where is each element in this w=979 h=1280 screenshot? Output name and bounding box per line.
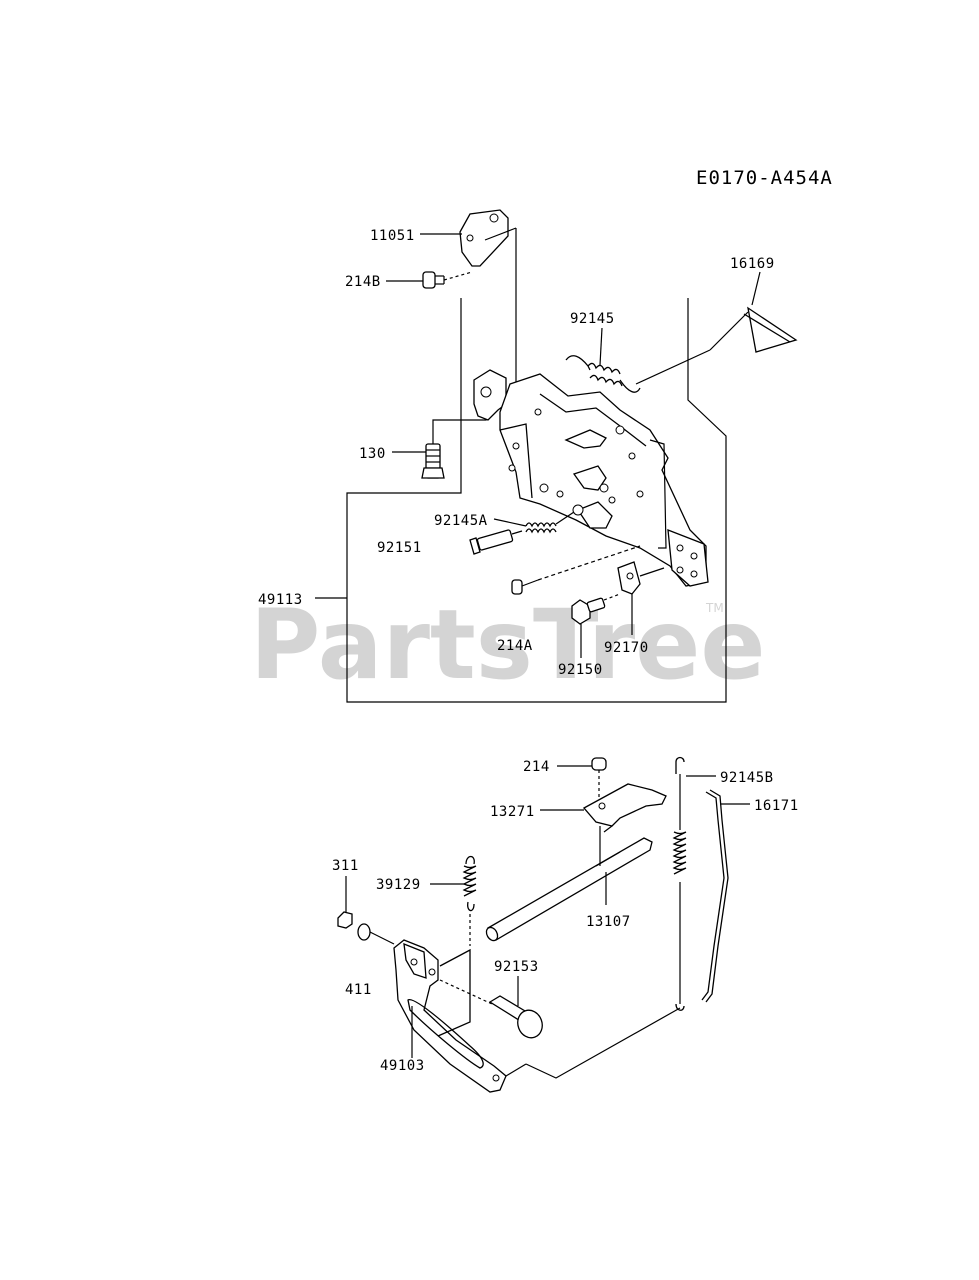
part-13107 xyxy=(485,826,653,942)
label-16171: 16171 xyxy=(754,798,799,814)
label-311: 311 xyxy=(332,858,359,874)
part-92145a xyxy=(525,511,575,534)
label-49103: 49103 xyxy=(380,1058,425,1074)
label-92145: 92145 xyxy=(570,311,615,327)
part-49103 xyxy=(393,939,681,1093)
part-411 xyxy=(357,923,395,945)
watermark: PartsTree xyxy=(250,589,765,701)
label-49113: 49113 xyxy=(258,592,303,608)
label-92145a: 92145A xyxy=(434,513,488,529)
main-bracket-plate xyxy=(473,369,709,587)
label-214b: 214B xyxy=(345,274,381,290)
label-92153: 92153 xyxy=(494,959,539,975)
label-214: 214 xyxy=(523,759,550,775)
part-92145 xyxy=(565,355,641,393)
label-39129: 39129 xyxy=(376,877,421,893)
label-130: 130 xyxy=(359,446,386,462)
label-13107: 13107 xyxy=(586,914,631,930)
label-92170: 92170 xyxy=(604,640,649,656)
part-92145b xyxy=(672,756,687,1011)
group-bracket-49113 xyxy=(346,298,727,703)
part-92170 xyxy=(617,561,665,635)
part-311 xyxy=(337,876,353,929)
label-411: 411 xyxy=(345,982,372,998)
label-214a: 214A xyxy=(497,638,533,654)
label-11051: 11051 xyxy=(370,228,415,244)
upper-assembly xyxy=(315,209,798,703)
label-92150: 92150 xyxy=(558,662,603,678)
part-39129 xyxy=(462,855,477,946)
label-13271: 13271 xyxy=(490,804,535,820)
part-92151 xyxy=(469,529,523,555)
part-92150 xyxy=(571,593,621,658)
label-92145b: 92145B xyxy=(720,770,774,786)
label-16169: 16169 xyxy=(730,256,775,272)
part-214 xyxy=(591,757,607,800)
trademark: TM xyxy=(705,601,724,615)
part-13271 xyxy=(582,783,667,833)
part-labels: 11051 214B 16169 92145 130 92145A 92151 … xyxy=(258,228,799,1074)
lower-assembly xyxy=(337,756,750,1093)
part-16171 xyxy=(701,789,729,1003)
part-92153 xyxy=(439,976,543,1039)
diagram-code: E0170-A454A xyxy=(696,167,833,189)
part-214a xyxy=(511,545,641,595)
part-214b xyxy=(422,271,473,289)
part-11051 xyxy=(459,209,517,390)
label-92151: 92151 xyxy=(377,540,422,556)
part-16169 xyxy=(635,306,798,385)
